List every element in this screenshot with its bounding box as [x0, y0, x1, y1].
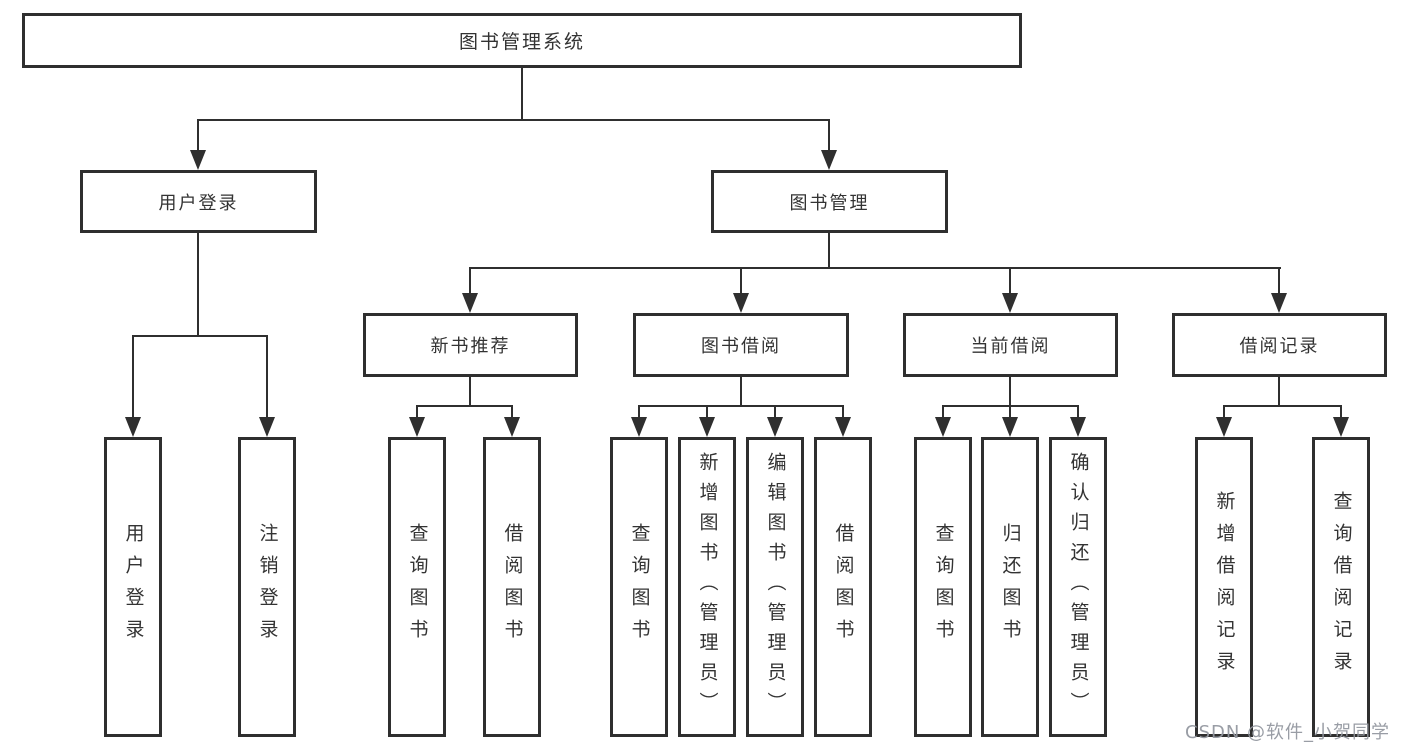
leaf-confirm-return-admin: 确认归还（管理员）: [1049, 437, 1107, 737]
arrowhead: [699, 417, 715, 437]
arrowhead: [835, 417, 851, 437]
connector-leaf-stem: [132, 335, 134, 431]
arrowhead: [190, 150, 206, 170]
leaf-logout: 注销登录: [238, 437, 296, 737]
node-root-label: 图书管理系统: [458, 31, 585, 53]
arrowhead: [733, 293, 749, 313]
leaf-query-borrow-record-label: 查询借阅记录: [1330, 491, 1353, 683]
leaf-add-books-admin-label: 新增图书（管理员）: [696, 452, 719, 722]
node-new-book-recommend-label: 新书推荐: [430, 336, 511, 357]
leaf-add-borrow-record: 新增借阅记录: [1195, 437, 1253, 737]
leaf-borrow-books-label: 借阅图书: [832, 523, 855, 651]
connector-user-group-stem: [197, 233, 199, 337]
node-user-login-label: 用户登录: [158, 192, 239, 214]
arrowhead: [821, 150, 837, 170]
leaf-borrow-books-recommend: 借阅图书: [483, 437, 541, 737]
arrowhead: [462, 293, 478, 313]
node-book-management-label: 图书管理: [789, 192, 870, 214]
leaf-add-borrow-record-label: 新增借阅记录: [1213, 491, 1236, 683]
arrowhead: [1271, 293, 1287, 313]
arrowhead: [631, 417, 647, 437]
node-current-borrow-label: 当前借阅: [970, 336, 1051, 357]
arrowhead: [1216, 417, 1232, 437]
connector-borrow-stem: [740, 377, 742, 407]
leaf-query-books-borrow-label: 查询图书: [628, 523, 651, 651]
connector-user-login-stem: [197, 119, 199, 164]
arrowhead: [767, 417, 783, 437]
connector-level3-bus: [469, 267, 1281, 269]
node-borrow-records-label: 借阅记录: [1239, 336, 1320, 357]
node-user-login: 用户登录: [80, 170, 317, 233]
connector-leaf-stem: [740, 267, 742, 307]
connector-user-group-bus: [132, 335, 268, 337]
leaf-user-login-label: 用户登录: [122, 523, 145, 651]
arrowhead: [125, 417, 141, 437]
leaf-query-books-recommend: 查询图书: [388, 437, 446, 737]
arrowhead: [935, 417, 951, 437]
connector-leaf-stem: [1009, 267, 1011, 307]
node-new-book-recommend: 新书推荐: [363, 313, 578, 377]
leaf-query-books-current-label: 查询图书: [932, 523, 955, 651]
connector-records-bus: [1223, 405, 1341, 407]
node-borrow-records: 借阅记录: [1172, 313, 1387, 377]
node-book-borrow: 图书借阅: [633, 313, 849, 377]
connector-recommend-bus: [416, 405, 513, 407]
arrowhead: [1002, 293, 1018, 313]
connector-records-stem: [1278, 377, 1280, 407]
arrowhead: [1002, 417, 1018, 437]
node-root: 图书管理系统: [22, 13, 1022, 68]
watermark: CSDN @软件_小贺同学: [1185, 722, 1391, 743]
leaf-edit-books-admin: 编辑图书（管理员）: [746, 437, 804, 737]
leaf-query-books-recommend-label: 查询图书: [406, 523, 429, 651]
connector-current-stem: [1009, 377, 1011, 407]
leaf-add-books-admin: 新增图书（管理员）: [678, 437, 736, 737]
arrowhead: [1333, 417, 1349, 437]
arrowhead: [1070, 417, 1086, 437]
node-book-borrow-label: 图书借阅: [701, 336, 781, 357]
arrowhead: [504, 417, 520, 437]
connector-level2-bus: [197, 119, 830, 121]
leaf-borrow-books: 借阅图书: [814, 437, 872, 737]
connector-leaf-stem: [266, 335, 268, 431]
leaf-return-books-label: 归还图书: [999, 523, 1022, 651]
connector-leaf-stem: [469, 267, 471, 307]
leaf-query-books-current: 查询图书: [914, 437, 972, 737]
connector-mgmt-group-stem: [828, 233, 830, 269]
connector-borrow-bus: [638, 405, 844, 407]
node-book-management: 图书管理: [711, 170, 948, 233]
arrowhead: [409, 417, 425, 437]
node-current-borrow: 当前借阅: [903, 313, 1118, 377]
arrowhead: [259, 417, 275, 437]
leaf-query-books-borrow: 查询图书: [610, 437, 668, 737]
leaf-confirm-return-admin-label: 确认归还（管理员）: [1067, 452, 1090, 722]
leaf-return-books: 归还图书: [981, 437, 1039, 737]
connector-root-stem: [521, 68, 523, 121]
leaf-logout-label: 注销登录: [256, 523, 279, 651]
connector-recommend-stem: [469, 377, 471, 407]
connector-leaf-stem: [1278, 267, 1280, 307]
connector-book-mgmt-stem: [828, 119, 830, 164]
leaf-query-borrow-record: 查询借阅记录: [1312, 437, 1370, 737]
leaf-edit-books-admin-label: 编辑图书（管理员）: [764, 452, 787, 722]
leaf-user-login: 用户登录: [104, 437, 162, 737]
leaf-borrow-books-recommend-label: 借阅图书: [501, 523, 524, 651]
